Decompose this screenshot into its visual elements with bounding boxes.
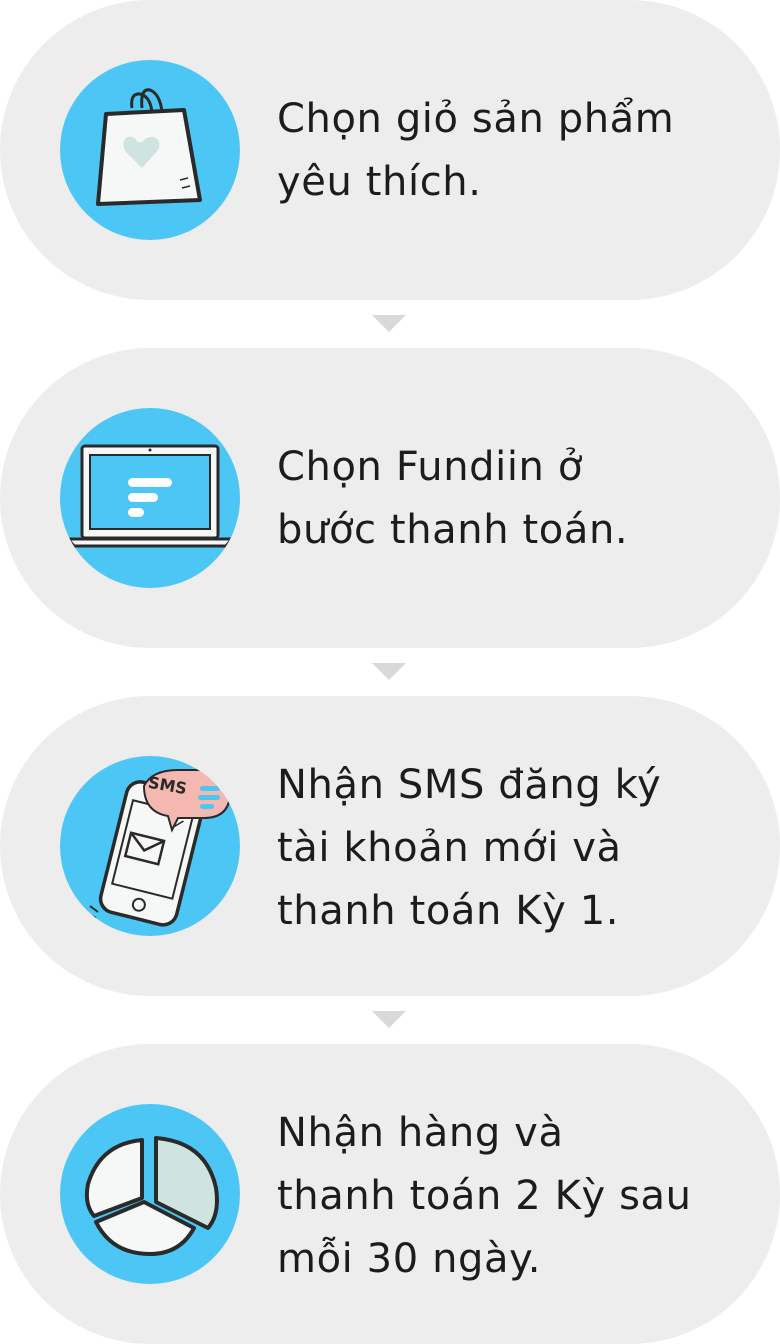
sms-phone-icon <box>87 769 232 927</box>
icon-circle <box>60 60 240 240</box>
icon-circle <box>60 1104 240 1284</box>
down-arrow-icon <box>372 315 406 332</box>
down-arrow-icon <box>372 663 406 680</box>
step-card-3: SMS Nhận SMS đăng ký tài khoản mới và th… <box>0 696 780 996</box>
down-arrow-icon <box>372 1011 406 1028</box>
icon-circle: SMS <box>60 756 240 936</box>
step-text: Nhận hàng và thanh toán 2 Kỳ sau mỗi 30 … <box>277 1110 692 1282</box>
step-text: Chọn giỏ sản phẩm yêu thích. <box>277 96 675 205</box>
pie-chart-icon <box>84 1136 219 1256</box>
laptop-icon <box>64 444 236 548</box>
step-text: Chọn Fundiin ở bước thanh toán. <box>277 444 629 553</box>
step-card-4: Nhận hàng và thanh toán 2 Kỳ sau mỗi 30 … <box>0 1044 780 1344</box>
step-card-1: Chọn giỏ sản phẩm yêu thích. <box>0 0 780 300</box>
shopping-bag-icon <box>96 88 202 206</box>
step-card-2: Chọn Fundiin ở bước thanh toán. <box>0 348 780 648</box>
icon-circle <box>60 408 240 588</box>
step-text: Nhận SMS đăng ký tài khoản mới và thanh … <box>277 762 662 934</box>
